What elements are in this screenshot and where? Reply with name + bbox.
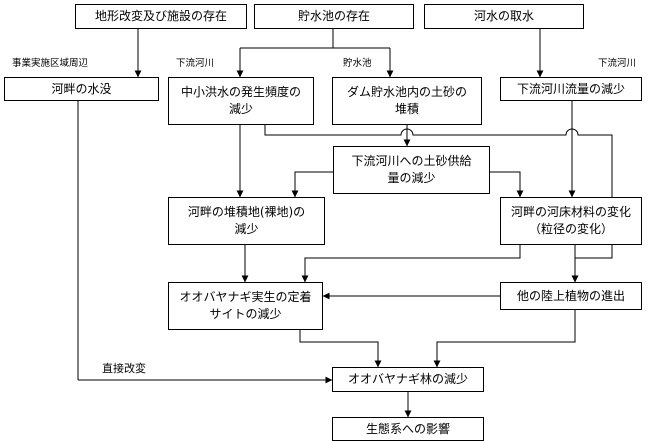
box-ecosystem: 生態系への影響: [332, 417, 484, 441]
box-inundation: 河畔の水没: [4, 77, 159, 101]
box-bare-land: 河畔の堆積地(裸地)の減少: [168, 197, 325, 245]
arrow-bed-material-to-seedling: [301, 245, 521, 283]
box-dam-sediment: ダム貯水池内の土砂の堆積: [332, 77, 482, 125]
box-intake: 河水の取水: [424, 4, 584, 29]
box-reservoir: 貯水池の存在: [254, 4, 414, 29]
box-terrain: 地形改変及び施設の存在: [75, 4, 247, 29]
line-flood-to-other-plants: [264, 125, 613, 259]
box-seedling-site: オオバヤナギ実生の定着サイトの減少: [168, 282, 323, 330]
arrow-supply-to-bare-land: [291, 171, 333, 198]
label-downstream-right: 下流河川: [598, 58, 637, 69]
box-sediment-supply: 下流河川への土砂供給量の減少: [333, 146, 490, 194]
box-other-plants: 他の陸上植物の進出: [500, 282, 642, 310]
label-project-area: 事業実施区域周辺: [12, 58, 89, 69]
box-river-flow: 下流河川流量の減少: [500, 77, 642, 101]
label-downstream-left: 下流河川: [176, 58, 215, 69]
arrow-seedling-to-willow: [299, 330, 382, 368]
label-reservoir-area: 貯水池: [343, 58, 372, 69]
arrow-supply-to-bed-material: [490, 171, 524, 198]
box-willow-forest: オオバヤナギ林の減少: [332, 367, 484, 392]
label-direct-change: 直接改変: [102, 362, 146, 375]
arrow-other-to-willow: [433, 310, 576, 368]
box-flood-frequency: 中小洪水の発生頻度の減少: [168, 77, 314, 125]
box-bed-material: 河畔の河床材料の変化（粒径の変化）: [500, 197, 642, 245]
